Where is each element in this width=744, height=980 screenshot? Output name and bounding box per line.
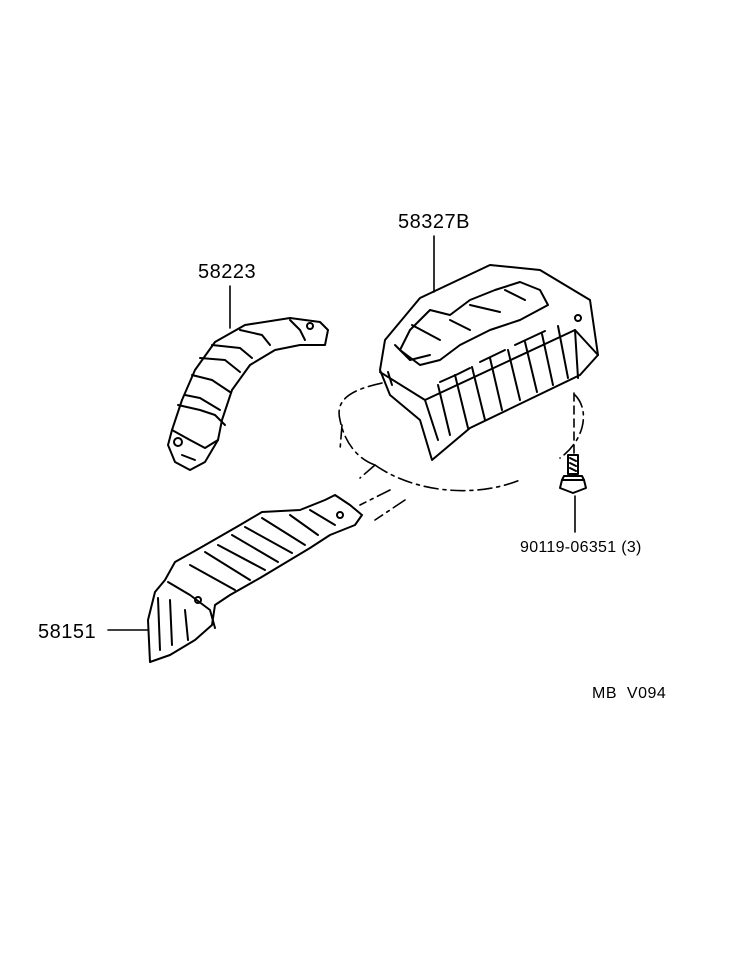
leader-lines <box>107 235 576 631</box>
heat-insulator-58223 <box>167 317 329 471</box>
bolt-90119-06351 <box>559 454 587 494</box>
part-number-58151: 58151 <box>38 621 97 643</box>
diagram-code-number: V094 <box>626 685 667 702</box>
heat-insulator-58327b <box>379 264 599 461</box>
muffler-outline <box>338 382 585 521</box>
diagram-code: MB V094 <box>592 686 666 702</box>
bolt-quantity: (3) <box>621 539 642 556</box>
part-number-bolt: 90119-06351 (3) <box>520 540 642 556</box>
heat-insulator-58151 <box>147 494 363 663</box>
bolt-number: 90119-06351 <box>520 539 617 556</box>
part-number-58223: 58223 <box>198 261 257 283</box>
part-number-58327b: 58327B <box>398 211 470 233</box>
diagram-code-prefix: MB <box>592 685 617 702</box>
